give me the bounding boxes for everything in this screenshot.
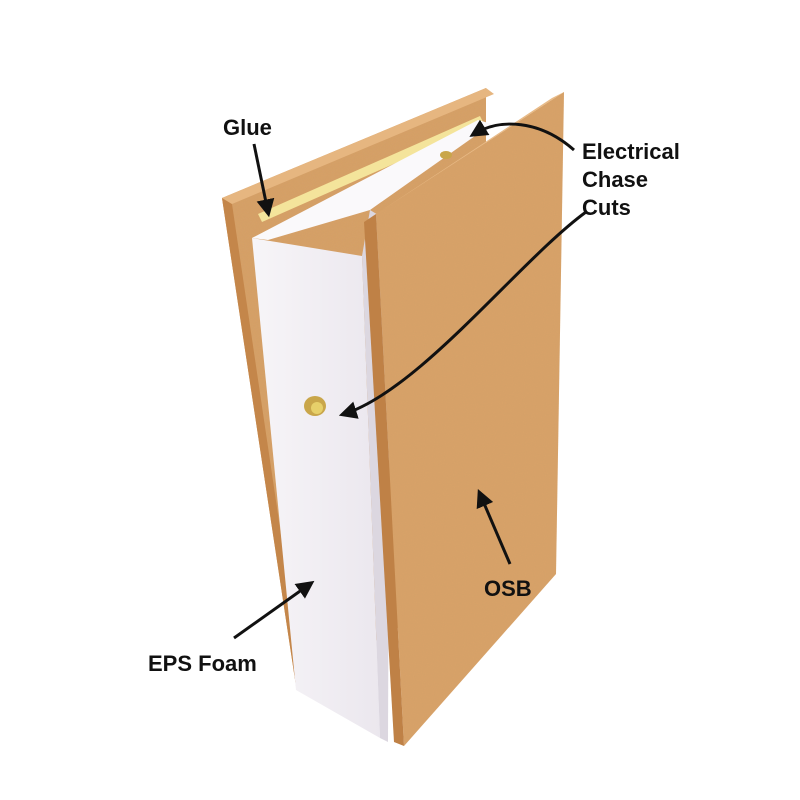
electrical-front-arrow [338,210,587,419]
eps-arrow [233,580,315,640]
electrical-label-line-1: Electrical [582,139,680,164]
chase-hole-front-inner [311,402,323,414]
glue-label: Glue [223,115,272,140]
back-osb-top-edge [222,88,494,204]
eps-foam-label: EPS Foam [148,651,257,676]
callout-arrows [233,119,587,640]
osb-arrow [476,489,512,565]
electrical-top-arrow [469,119,575,152]
foam-top-face [252,120,492,240]
glue-strip [258,116,484,222]
chase-hole-top [440,151,452,159]
foam-front-face [252,238,380,738]
front-osb-panel [364,92,564,746]
electrical-label-line-2: Chase [582,167,649,192]
front-osb-face [376,92,564,746]
electrical-chase-cuts-label: Electrical Chase Cuts [582,138,680,222]
osb-label: OSB [484,576,532,601]
glue-arrow [252,143,275,218]
electrical-label-line-3: Cuts [582,195,631,220]
back-osb-left-edge [222,198,304,690]
front-osb-left-edge [364,214,404,746]
